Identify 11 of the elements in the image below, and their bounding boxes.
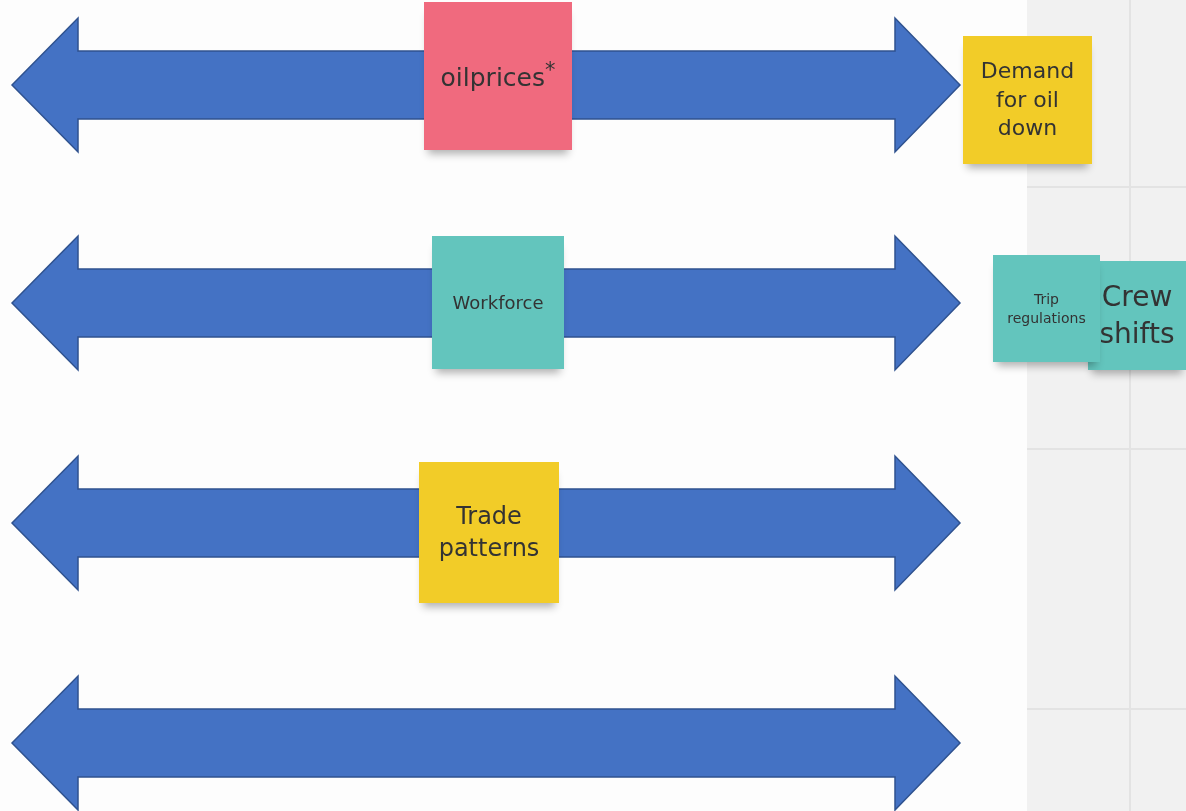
sticky-note [993, 255, 1100, 362]
sticky-note [424, 2, 572, 150]
note-text: Trip regulations [1006, 290, 1087, 327]
note-text: Crew shifts [1098, 279, 1176, 352]
note-text: Trade patterns [437, 501, 541, 564]
note-text: Demand for oil down [979, 57, 1076, 143]
sticky-note [963, 36, 1092, 164]
note-text: oilprices$^{*}$ [440, 57, 556, 95]
note-text: Workforce [452, 290, 544, 315]
sticky-note [432, 236, 564, 369]
sticky-note [419, 462, 559, 603]
